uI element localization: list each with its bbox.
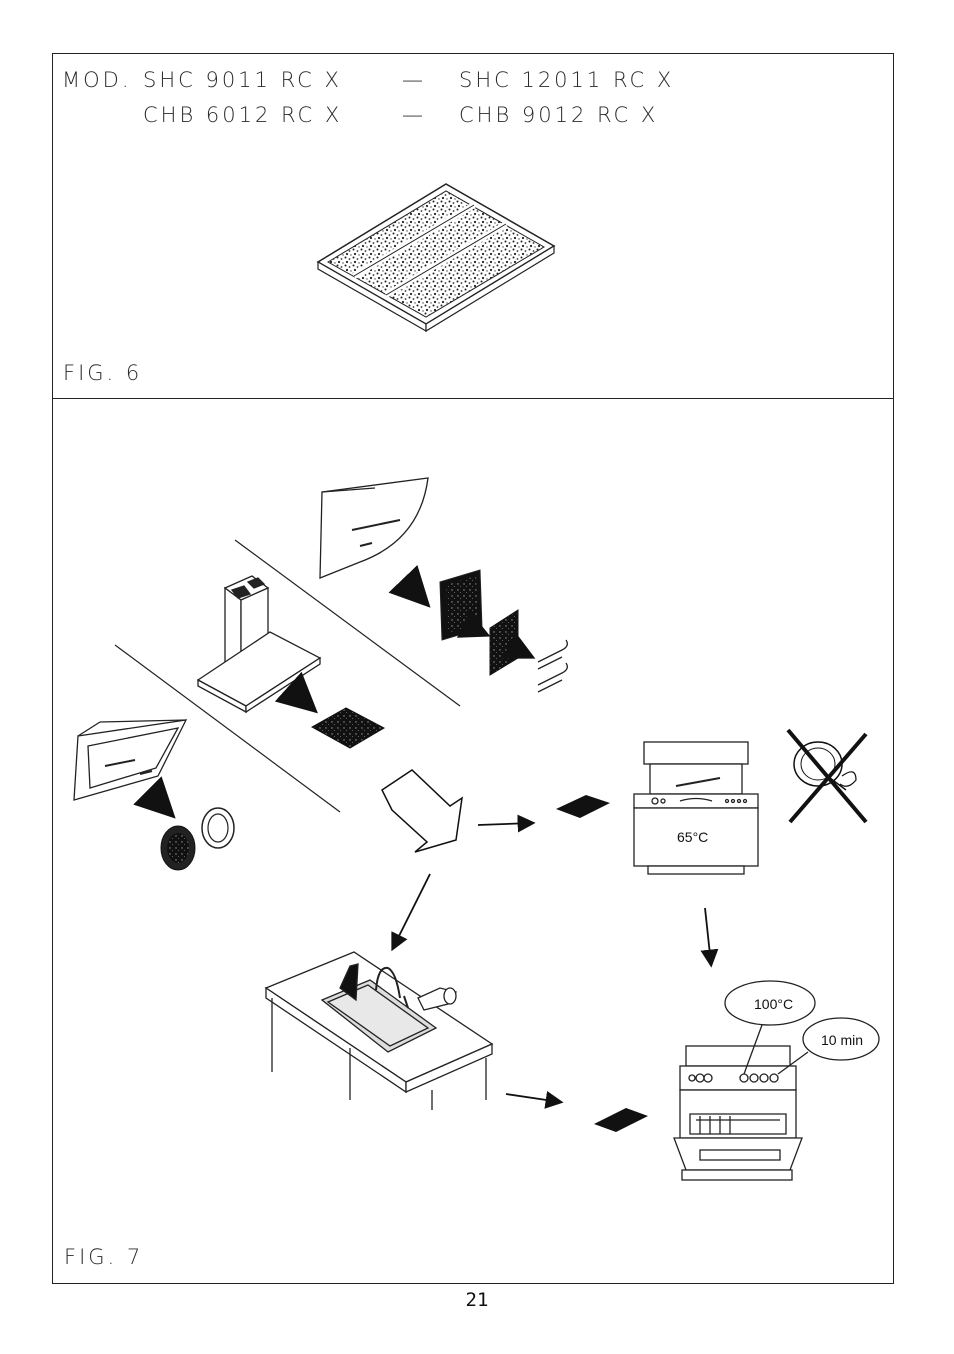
page-frame: [52, 53, 894, 1284]
time-callout: [777, 1017, 880, 1075]
grease-filter-illustration: [316, 183, 556, 333]
oven-illustration: [673, 1045, 803, 1181]
temperature-callout: [724, 980, 816, 1075]
fig6-label: FIG. 6: [63, 361, 143, 385]
page-number: 21: [465, 1289, 489, 1311]
oven-time: 10 min: [821, 1032, 863, 1048]
mod-label: MOD.: [62, 68, 132, 92]
model-chb-9012: CHB 9012 RC X: [459, 103, 659, 127]
figure-divider: [52, 398, 894, 399]
model-shc-12011: SHC 12011 RC X: [459, 68, 675, 92]
arrow-icon: [700, 907, 719, 968]
model-chb-6012: CHB 6012 RC X: [143, 103, 343, 127]
dishwasher-illustration: [633, 741, 759, 875]
slanted-hood-illustration: [73, 719, 188, 801]
carbon-filter-panel: [594, 1108, 648, 1132]
angled-hood-illustration: [319, 477, 429, 579]
arrow-icon: [477, 814, 536, 833]
big-arrow-icon: [381, 769, 463, 853]
arrow-icon: [501, 631, 536, 659]
arrow-icon: [133, 776, 176, 819]
guide-lines: [114, 539, 461, 813]
oven-temperature: 100°C: [754, 996, 793, 1012]
filter-clips: [537, 639, 568, 693]
dishwasher-temperature: 65°C: [677, 829, 708, 845]
sink-counter-illustration: [264, 951, 494, 1110]
model-shc-9011: SHC 9011 RC X: [143, 68, 342, 92]
arrow-icon: [505, 1090, 564, 1109]
model-dash-1: —: [402, 68, 426, 92]
arrow-icon: [274, 671, 318, 714]
carbon-filter-panel: [310, 707, 386, 749]
no-scrubbing-icon: [786, 728, 868, 824]
arrow-icon: [456, 610, 491, 638]
carbon-filter-panel: [489, 609, 519, 676]
model-dash-2: —: [402, 103, 426, 127]
round-carbon-filter: [160, 807, 235, 871]
arrow-icon: [388, 565, 431, 608]
arrow-icon: [391, 873, 431, 952]
chimney-hood-illustration: [196, 575, 322, 714]
carbon-filter-panel: [556, 795, 610, 818]
fig7-label: FIG. 7: [64, 1245, 144, 1269]
